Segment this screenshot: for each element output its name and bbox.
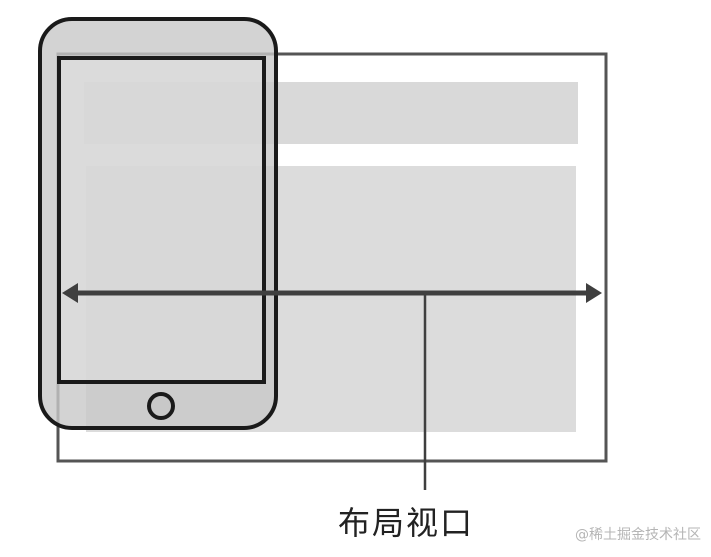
viewport-width-arrow [62,283,602,303]
watermark: @稀土掘金技术社区 [575,527,701,543]
mobile-phone-icon [38,17,278,430]
diagram-caption: 布局视口 [338,504,475,542]
home-button-icon [147,392,175,420]
arrow-head-left [62,283,78,303]
arrow-head-right [586,283,602,303]
phone-screen [57,56,266,384]
